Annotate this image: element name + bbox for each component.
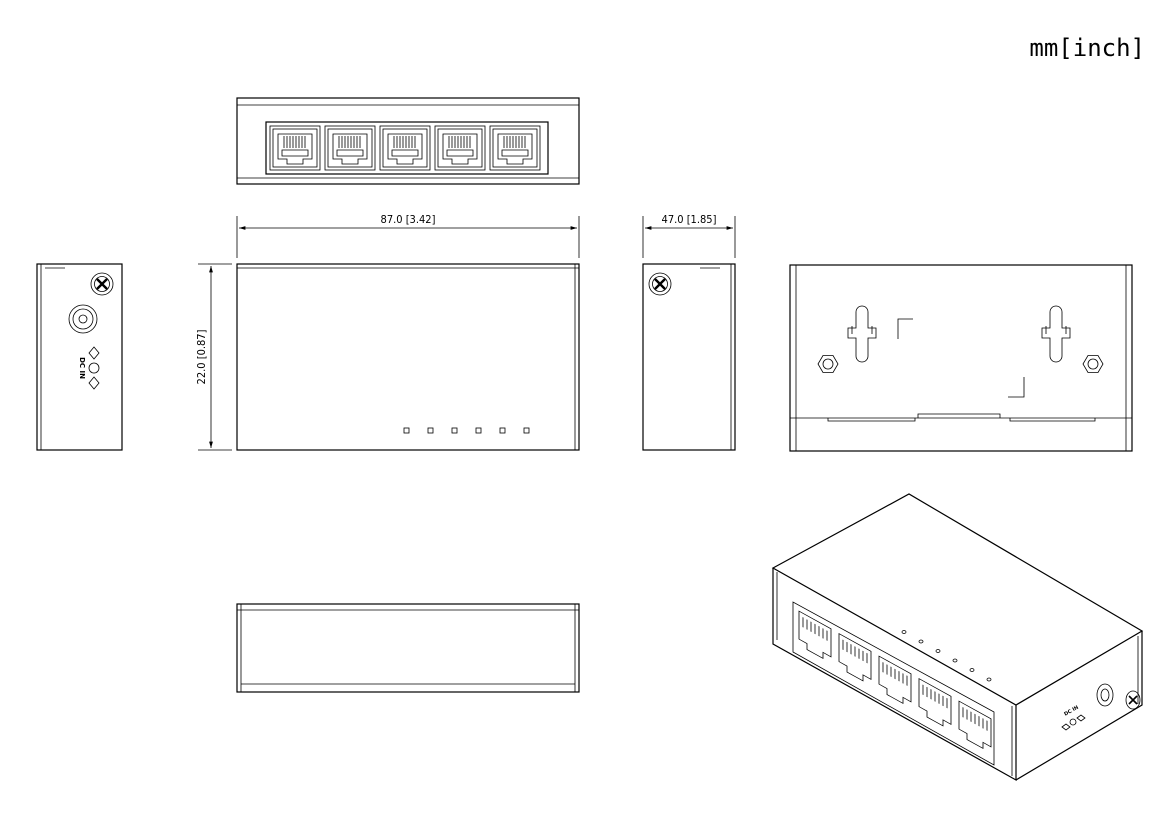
led-indicator bbox=[523, 427, 530, 434]
rj45-port-icon bbox=[489, 125, 541, 171]
units-label: mm[inch] bbox=[1029, 34, 1145, 62]
led-indicator bbox=[403, 427, 410, 434]
dc-power-jack-icon bbox=[1096, 683, 1114, 707]
polarity-symbol-icon bbox=[88, 346, 100, 390]
led-indicator bbox=[475, 427, 482, 434]
dc-in-label: DC IN bbox=[78, 357, 86, 379]
screw-icon bbox=[89, 271, 115, 297]
rear-view bbox=[236, 603, 580, 693]
led-indicator bbox=[969, 668, 975, 672]
led-indicator bbox=[918, 639, 924, 644]
rj45-port-icon bbox=[958, 700, 992, 750]
width-dimension-label: 87.0 [3.42] bbox=[381, 213, 436, 226]
rj45-port-icon bbox=[379, 125, 431, 171]
led-indicator-row bbox=[403, 427, 530, 434]
led-indicator bbox=[427, 427, 434, 434]
isometric-view: DC IN bbox=[771, 493, 1144, 782]
rj45-port-icon bbox=[918, 677, 952, 727]
rj45-port-icon bbox=[878, 655, 912, 705]
screw-icon bbox=[1125, 690, 1141, 710]
dc-in-label-isometric: DC IN bbox=[1063, 705, 1080, 718]
rj45-port-icon bbox=[838, 632, 872, 682]
rj45-port-row bbox=[269, 125, 541, 171]
top-view bbox=[236, 263, 580, 451]
rj45-port-icon bbox=[434, 125, 486, 171]
height-dimension: 22.0 [0.87] bbox=[195, 263, 232, 451]
led-indicator bbox=[952, 658, 958, 663]
width-dimension: 87.0 [3.42] bbox=[236, 213, 580, 258]
led-indicator-row-isometric bbox=[901, 630, 992, 682]
led-indicator bbox=[901, 630, 907, 634]
depth-dimension: 47.0 [1.85] bbox=[642, 213, 736, 258]
dc-power-jack-icon bbox=[68, 304, 98, 334]
rj45-port-row-isometric bbox=[798, 610, 992, 750]
keyhole-slot-icon bbox=[1041, 305, 1071, 363]
bottom-view-wall-mount bbox=[789, 264, 1133, 452]
front-view-ports bbox=[236, 97, 580, 185]
depth-dimension-label: 47.0 [1.85] bbox=[662, 213, 717, 226]
led-indicator bbox=[499, 427, 506, 434]
led-indicator bbox=[451, 427, 458, 434]
hex-nut-icon bbox=[1082, 355, 1104, 373]
rj45-port-icon bbox=[798, 610, 832, 660]
height-dimension-label: 22.0 [0.87] bbox=[195, 329, 208, 384]
right-side-view bbox=[642, 263, 736, 451]
rj45-port-icon bbox=[269, 125, 321, 171]
keyhole-slot-icon bbox=[847, 305, 877, 363]
hex-nut-icon bbox=[817, 355, 839, 373]
rj45-port-icon bbox=[324, 125, 376, 171]
led-indicator bbox=[935, 649, 941, 653]
led-indicator bbox=[986, 677, 992, 682]
screw-icon bbox=[647, 271, 673, 297]
polarity-symbol-icon bbox=[1061, 714, 1086, 731]
left-side-view: DC IN bbox=[36, 263, 123, 451]
